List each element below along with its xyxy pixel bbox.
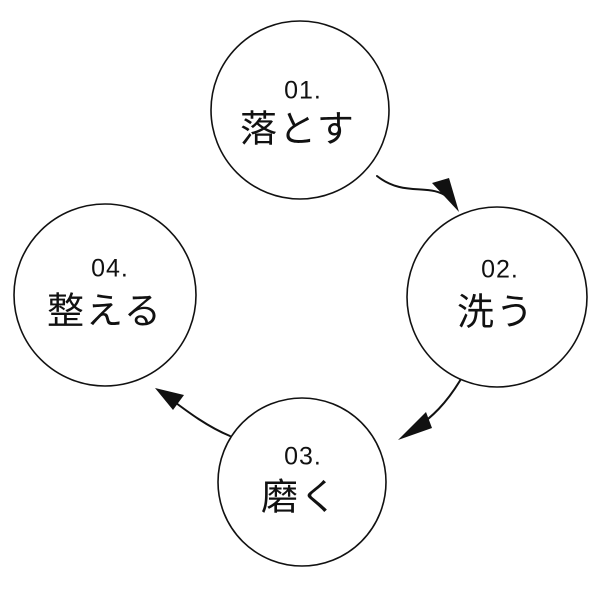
node-04[interactable]: 04. 整える (13, 203, 197, 387)
node-03-circle[interactable] (217, 397, 387, 567)
node-04-circle[interactable] (13, 203, 197, 387)
node-04-label: 整える (47, 290, 163, 333)
arrow-03-to-04-line (171, 399, 231, 437)
arrow-01-to-02 (376, 175, 459, 212)
node-02-circle[interactable] (406, 206, 588, 388)
node-03-number: 03. (284, 443, 322, 471)
arrow-01-to-02-head (432, 178, 459, 212)
node-04-number: 04. (91, 255, 129, 283)
node-01-number: 01. (284, 77, 322, 105)
node-02-number: 02. (481, 256, 519, 284)
node-03-label: 磨く (261, 476, 339, 519)
arrow-03-to-04-head (155, 388, 184, 410)
node-03[interactable]: 03. 磨く (217, 397, 387, 567)
arrow-02-to-03-head (398, 412, 432, 440)
arrow-03-to-04 (155, 388, 231, 437)
node-02[interactable]: 02. 洗う (406, 206, 588, 388)
node-01-label: 落とす (240, 108, 356, 151)
arrow-02-to-03 (398, 378, 462, 440)
node-01[interactable]: 01. 落とす (210, 20, 390, 200)
node-02-label: 洗う (457, 291, 535, 334)
node-01-circle[interactable] (210, 20, 390, 200)
